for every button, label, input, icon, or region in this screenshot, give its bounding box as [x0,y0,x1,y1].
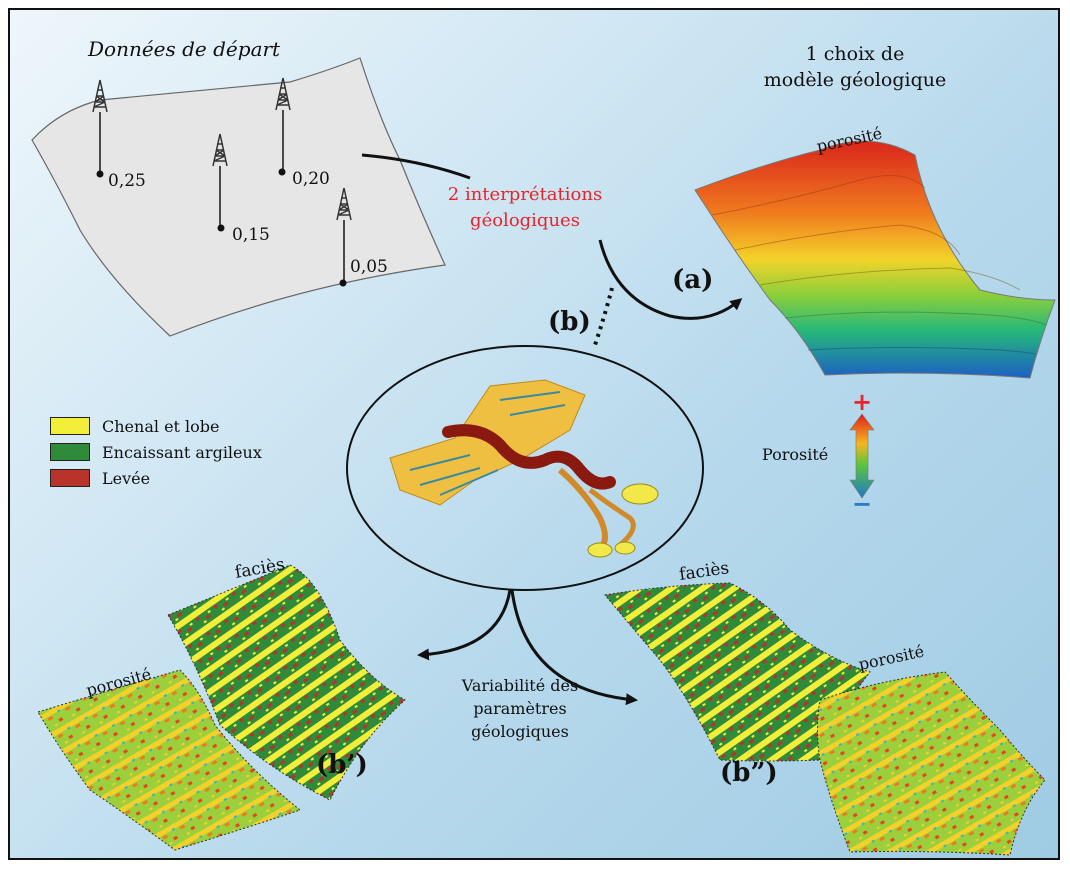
arrow-to-model-a [598,239,743,320]
source-data-title: Données de départ [87,37,281,61]
derrick-icon [92,79,108,113]
porosity-surface-a: porosité [694,124,1056,379]
legend-swatch [50,443,90,461]
model-title-line1: 1 choix de [806,43,905,65]
derrick-icon [336,187,352,221]
well-3: 0,20 [275,77,330,189]
channel-map-ellipse [346,345,704,591]
porosity-arrow-icon [849,413,875,499]
facies-surface-left [167,564,406,801]
scale-plus-sign: + [852,388,872,416]
source-data-sheet [31,57,446,337]
wells: 0,25 0,15 0,20 [92,77,388,287]
legend-item: Encaissant argileux [50,439,262,465]
interpretations-line1: 2 interprétations [448,184,602,205]
well-value: 0,15 [232,225,270,245]
derrick-icon [275,77,291,111]
facies-label-right: faciès [678,558,730,585]
facies-legend: Chenal et lobe Encaissant argileux Levée [50,413,262,491]
source-data-panel: Données de départ [31,37,446,337]
right-pair-tag: (b”) [720,758,778,788]
interpretations-line2: géologiques [470,210,580,231]
legend-item: Levée [50,465,262,491]
branch-b-tag: (b) [548,307,591,337]
well-2: 0,15 [212,133,270,245]
variability-line3: géologiques [471,722,569,741]
well-value: 0,20 [292,169,330,189]
legend-swatch [50,469,90,487]
model-title-line2: modèle géologique [764,69,946,91]
realization-left: faciès porosité (b’) [37,555,406,851]
well-value: 0,25 [108,171,146,191]
dotted-connector-b [593,287,614,346]
legend-item: Chenal et lobe [50,413,262,439]
scale-minus-sign: − [852,490,872,518]
legend-swatch [50,417,90,435]
porosity-label-right: porosité [857,642,926,674]
porosity-surface-left [37,669,302,851]
legend-label: Chenal et lobe [102,416,220,436]
porosity-surface-right [817,671,1046,856]
porosity-scale-label: Porosité [762,445,828,464]
derrick-icon [212,133,228,167]
model-tag: (a) [672,265,713,295]
porosity-scale: + − Porosité [762,388,875,518]
well-1: 0,25 [92,79,146,191]
legend-label: Levée [102,468,151,488]
well-value: 0,05 [350,257,388,277]
facies-surface-right [604,582,871,762]
legend-label: Encaissant argileux [102,442,262,462]
well-4: 0,05 [336,187,388,287]
variability-line2: paramètres [473,699,566,718]
branch-arrow-left [417,589,512,661]
branch-arrow-right [510,589,638,706]
variability-line1: Variabilité des [461,676,578,695]
interpretation-connector [361,153,471,180]
left-pair-tag: (b’) [316,750,368,780]
realization-right: faciès porosité (b”) [604,558,1046,856]
